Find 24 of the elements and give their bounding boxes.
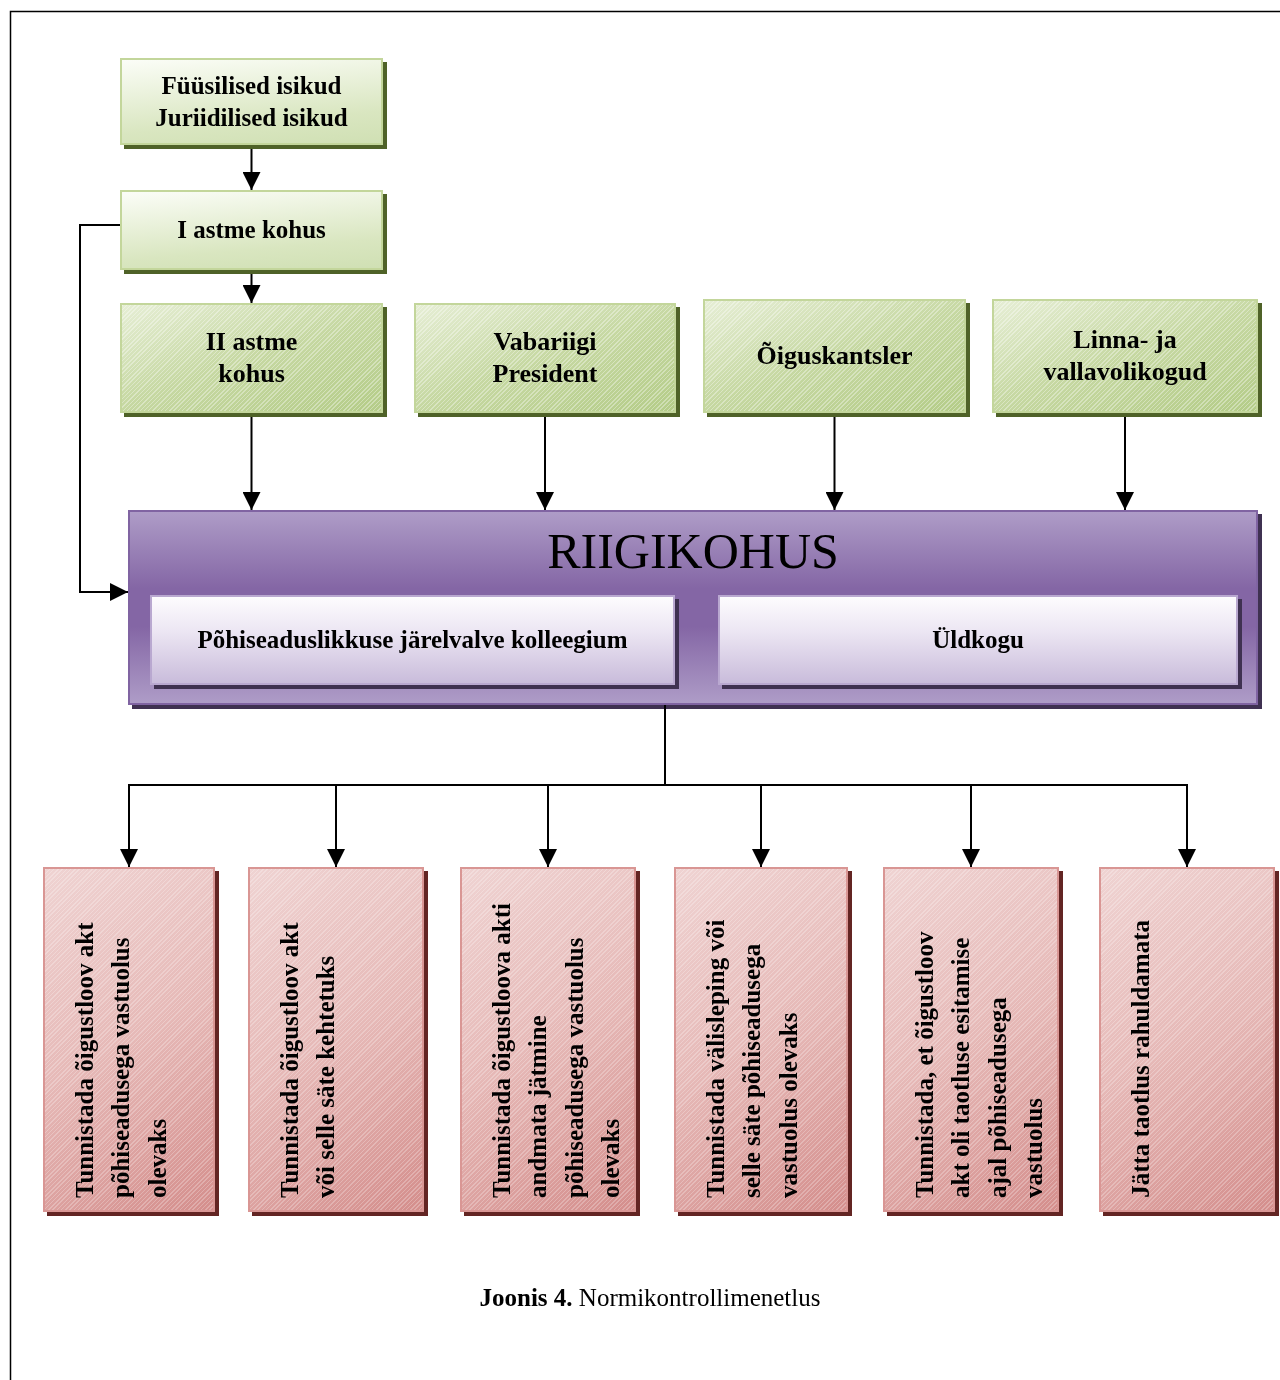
box-label: Tunnistada õigustloov akt või selle säte kehtetuks [275,921,341,1198]
figure-caption: Joonis 4. Normikontrollimenetlus [478,1284,822,1312]
arrow [825,416,844,511]
box-label: Tunnistada välisleping või selle säte põhiseadusega vastuolus olevaks [701,918,803,1198]
box-label: Jätta taotlus rahuldamata [1126,920,1155,1198]
box-label: Üldkogu [932,625,1024,656]
box-label: Tunnistada õigustloova akti andmata jätmine põhiseadusega vastuolus olevaks [487,901,625,1198]
box-label: Linna- ja vallavolikogud [1042,323,1208,388]
arrow [242,148,261,191]
panel-title: RIIGIKOHUS [547,524,839,579]
box-label: Füüsilised isikud [161,71,342,102]
arrow [536,416,554,511]
box-label: Tunnistada õigustloov akt põhiseadusega vastuolus olevaks [70,921,172,1198]
arrow [242,416,261,511]
box-label: Juriidilised isikud [155,102,348,133]
box-label: Tunnistada, et õigustloov akt oli taotluse esitamise ajal põhiseadusega vastuolus [910,930,1048,1198]
box-label: II astme kohus [204,325,299,390]
box-label: Vabariigi President [491,325,599,390]
box-label: Põhiseaduslikkuse järelvalve kolleegium [197,625,628,656]
arrow [79,224,129,601]
box-label: I astme kohus [177,215,326,246]
arrow [242,273,261,304]
arrow [1116,416,1134,511]
box-label: Õiguskantsler [755,339,914,372]
